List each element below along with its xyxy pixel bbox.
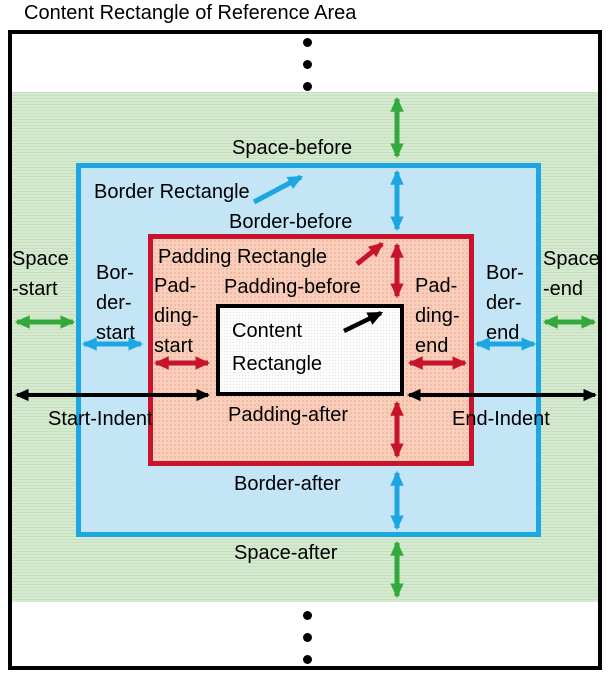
space-before-label: Space-before [232,137,353,159]
space-after-label: Space-after [234,542,338,564]
padding-start-label: Pad- ding- start [154,275,199,357]
padding-before-label: Padding-before [224,276,361,298]
space-end-label: Space -end [543,248,600,300]
diagram-title: Content Rectangle of Reference Area [24,2,357,24]
dot-icon [303,611,312,620]
padding-rectangle-label: Padding Rectangle [158,246,328,268]
top-ellipsis-icon [303,38,312,104]
bottom-ellipsis-icon [303,611,312,673]
border-before-label: Border-before [229,211,353,233]
padding-after-label: Padding-after [228,404,349,426]
content-rectangle-label: Content Rectangle [232,320,323,375]
space-start-label: Space -start [12,248,69,300]
start-indent-label: Start-Indent [48,408,153,430]
border-end-label: Bor- der- end [486,262,524,344]
dot-icon [303,655,312,664]
end-indent-label: End-Indent [452,408,550,430]
dot-icon [303,38,312,47]
border-after-label: Border-after [234,473,341,495]
border-start-label: Bor- der- start [96,262,135,344]
dot-icon [303,82,312,91]
padding-end-label: Pad- ding- end [415,275,460,357]
dot-icon [303,60,312,69]
border-rectangle-label: Border Rectangle [94,181,250,203]
dot-icon [303,633,312,642]
